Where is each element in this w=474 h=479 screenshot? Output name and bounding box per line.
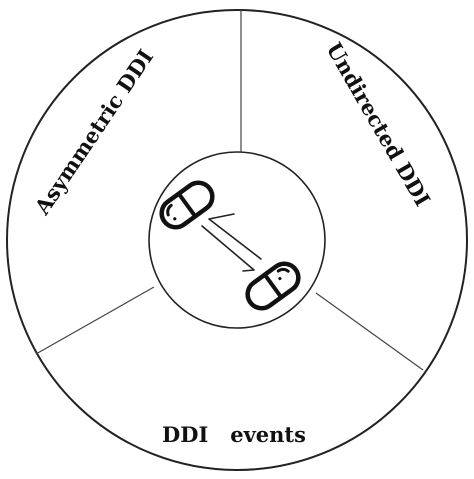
segment-label-undirected: Undirected DDI [321,38,435,211]
outer-ring [6,9,468,471]
divider-lower-left [35,286,155,355]
segment-label-asymmetric: Asymmetric DDI [29,45,158,220]
capsule-icon [159,180,215,230]
segment-label-ddi-events: DDI events [162,422,306,447]
capsule-icon [245,261,301,311]
inner-circle [148,151,326,329]
divider-lower-right [315,292,424,371]
exchange-arrows-icon [201,213,262,272]
